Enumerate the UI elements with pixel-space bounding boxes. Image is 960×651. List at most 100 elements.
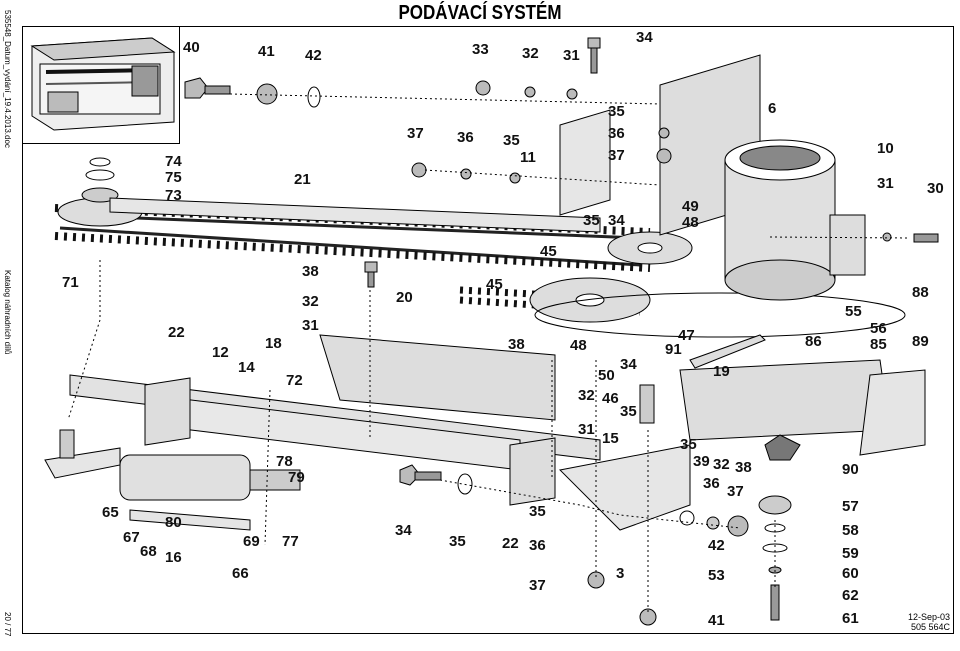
- callout-32: 32: [522, 45, 539, 62]
- callout-89: 89: [912, 333, 929, 350]
- tensioner-rail: [109, 197, 601, 233]
- callout-35: 35: [608, 103, 625, 120]
- channel-18: [319, 334, 556, 421]
- assembly-lines: [67, 93, 911, 615]
- callout-35: 35: [583, 212, 600, 229]
- callout-79: 79: [288, 469, 305, 486]
- callout-35: 35: [680, 436, 697, 453]
- callout-66: 66: [232, 565, 249, 582]
- callout-14: 14: [238, 359, 255, 376]
- callout-36: 36: [703, 475, 720, 492]
- overview-thumbnail: [22, 26, 180, 144]
- callout-77: 77: [282, 533, 299, 550]
- callout-56: 56: [870, 320, 887, 337]
- callout-48: 48: [570, 337, 587, 354]
- end-block-22-left: [144, 377, 191, 446]
- callout-34: 34: [620, 356, 637, 373]
- callout-34: 34: [608, 212, 625, 229]
- callout-31: 31: [877, 175, 894, 192]
- bracket-11: [559, 109, 611, 216]
- callout-55: 55: [845, 303, 862, 320]
- callout-31: 31: [302, 317, 319, 334]
- drawing-date: 12-Sep-03: [907, 612, 950, 622]
- callout-10: 10: [877, 140, 894, 157]
- callout-38: 38: [508, 336, 525, 353]
- callout-49: 49: [682, 198, 699, 215]
- callout-36: 36: [457, 129, 474, 146]
- callout-33: 33: [472, 41, 489, 58]
- callout-16: 16: [165, 549, 182, 566]
- callout-38: 38: [735, 459, 752, 476]
- callout-57: 57: [842, 498, 859, 515]
- callout-41: 41: [258, 43, 275, 60]
- callout-35: 35: [620, 403, 637, 420]
- callout-75: 75: [165, 169, 182, 186]
- callout-85: 85: [870, 336, 887, 353]
- callout-22: 22: [168, 324, 185, 341]
- callout-32: 32: [713, 456, 730, 473]
- left-sprocket: [57, 157, 143, 227]
- callout-20: 20: [396, 289, 413, 306]
- callout-42: 42: [708, 537, 725, 554]
- callout-59: 59: [842, 545, 859, 562]
- callout-21: 21: [294, 171, 311, 188]
- callout-31: 31: [578, 421, 595, 438]
- callout-34: 34: [636, 29, 653, 46]
- callout-38: 38: [302, 263, 319, 280]
- callout-69: 69: [243, 533, 260, 550]
- callout-62: 62: [842, 587, 859, 604]
- callout-74: 74: [165, 153, 182, 170]
- callout-39: 39: [693, 453, 710, 470]
- right-sprockets: [529, 231, 906, 338]
- callout-15: 15: [602, 430, 619, 447]
- callout-18: 18: [265, 335, 282, 352]
- callout-65: 65: [102, 504, 119, 521]
- callout-36: 36: [529, 537, 546, 554]
- callout-58: 58: [842, 522, 859, 539]
- motor: [724, 139, 866, 301]
- callout-73: 73: [165, 187, 182, 204]
- cover-89: [859, 369, 926, 456]
- callout-90: 90: [842, 461, 859, 478]
- machine-overview-image: [30, 37, 176, 131]
- callout-35: 35: [503, 132, 520, 149]
- drawing-frame: [22, 26, 954, 634]
- star-knob-90: [764, 434, 801, 461]
- callout-67: 67: [123, 529, 140, 546]
- drawing-footer: 12-Sep-03 505 564C: [908, 612, 950, 632]
- plate-3: [558, 444, 691, 531]
- callout-53: 53: [708, 567, 725, 584]
- callout-80: 80: [165, 514, 182, 531]
- callout-71: 71: [62, 274, 79, 291]
- callout-37: 37: [529, 577, 546, 594]
- callout-41: 41: [708, 612, 725, 629]
- callout-45: 45: [540, 243, 557, 260]
- end-block-22-right: [509, 437, 556, 506]
- bar-19: [689, 334, 766, 369]
- callout-91: 91: [665, 341, 682, 358]
- callout-35: 35: [449, 533, 466, 550]
- drawing-code: 505 564C: [910, 622, 950, 632]
- callout-11: 11: [520, 149, 536, 166]
- housing-85: [679, 359, 891, 441]
- callout-47: 47: [678, 327, 695, 344]
- cylinder-assembly: [44, 429, 301, 531]
- callout-37: 37: [407, 125, 424, 142]
- callout-31: 31: [563, 47, 580, 64]
- callout-30: 30: [927, 180, 944, 197]
- callout-19: 19: [713, 363, 730, 380]
- bearing-stack: [758, 495, 792, 621]
- callout-22: 22: [502, 535, 519, 552]
- callout-46: 46: [602, 390, 619, 407]
- callout-86: 86: [805, 333, 822, 350]
- callout-37: 37: [608, 147, 625, 164]
- callout-88: 88: [912, 284, 929, 301]
- callout-78: 78: [276, 453, 293, 470]
- callout-61: 61: [842, 610, 859, 627]
- callout-50: 50: [598, 367, 615, 384]
- page-title: PODÁVACÍ SYSTÉM: [398, 2, 562, 24]
- callout-3: 3: [616, 565, 624, 582]
- callout-45: 45: [486, 276, 503, 293]
- callout-60: 60: [842, 565, 859, 582]
